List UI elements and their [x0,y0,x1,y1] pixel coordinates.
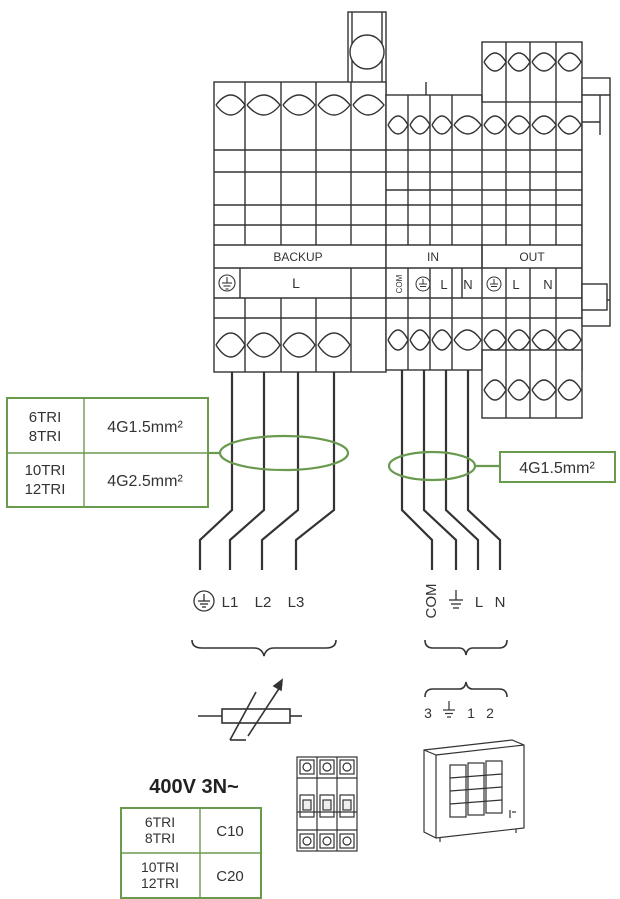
terminal-l2: L2 [255,594,272,611]
breaker-table: 6TRI 8TRI C10 10TRI 12TRI C20 [120,807,262,899]
out-header: OUT [519,250,545,264]
ground-icon [449,590,463,609]
earth-icon [218,274,236,292]
table-cell-model: 6TRI [145,814,175,830]
in-l-label: L [440,277,447,292]
cable-label-text: 4G1.5mm² [519,460,595,477]
earth-icon [415,276,431,292]
brace-left [191,639,337,657]
cable-bundle-left [218,434,350,472]
circuit-breaker-icon [296,756,358,852]
table-cell-model: 12TRI [141,875,179,891]
in-header: IN [427,250,439,264]
table-cell-model: 8TRI [29,428,62,445]
out-l-label: L [512,277,519,292]
terminal-l: L [475,594,483,611]
terminal-l1: L1 [222,594,239,611]
in-n-label: N [463,277,472,292]
earth-icon [193,590,215,612]
outdoor-unit-icon [423,739,525,842]
backup-wires [198,372,336,570]
in-com-label: COM [395,274,404,293]
terminal-n: N [495,594,506,611]
table-cell-model: 8TRI [145,830,175,846]
cable-label-right: 4G1.5mm² [499,451,616,483]
variable-resistor-icon [198,678,302,741]
supply-label: 400V 3N~ [149,776,239,798]
outdoor-terminal-3: 3 [424,705,432,721]
backup-header: BACKUP [273,250,322,264]
table-cell-rating: C20 [216,868,244,885]
terminal-com: COM [423,584,440,619]
table-cell-model: 12TRI [25,481,66,498]
table-cell-rating: C10 [216,823,244,840]
outdoor-terminal-2: 2 [486,705,494,721]
brace-outdoor [424,681,508,698]
in-wires [400,370,502,570]
table-cell-cable: 4G2.5mm² [107,473,183,490]
table-cell-cable: 4G1.5mm² [107,419,183,436]
brace-right [424,639,508,656]
ground-icon [443,701,455,718]
out-n-label: N [543,277,552,292]
terminal-l3: L3 [288,594,305,611]
table-cell-model: 6TRI [29,409,62,426]
earth-icon [486,276,502,292]
cable-table-left: 6TRI 8TRI 4G1.5mm² 10TRI 12TRI 4G2.5mm² [6,397,209,508]
table-cell-model: 10TRI [25,462,66,479]
outdoor-terminal-1: 1 [467,705,475,721]
backup-terminal-l: L [292,275,300,291]
table-cell-model: 10TRI [141,859,179,875]
terminal-block-assembly [213,11,611,419]
